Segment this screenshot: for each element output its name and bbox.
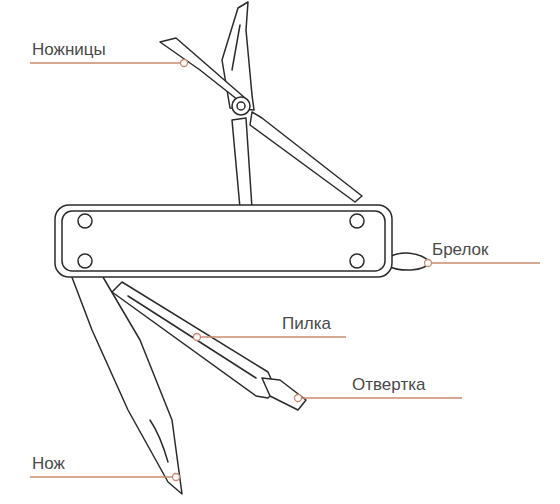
rivet (350, 254, 364, 268)
leader-line (201, 336, 346, 337)
rivet (350, 214, 364, 228)
scissors-pivot (232, 97, 250, 115)
nail-file (112, 282, 276, 398)
keyring (388, 253, 430, 270)
leader-dot (173, 474, 180, 481)
leader-line (30, 62, 180, 63)
screwdriver-tip (262, 378, 306, 410)
callout-label: Брелок (432, 240, 489, 260)
leader-line (30, 476, 172, 477)
knife-groove (150, 420, 168, 462)
leader-line (302, 397, 462, 398)
leader-line (432, 262, 540, 263)
rivet (78, 254, 92, 268)
knife-blade (70, 272, 182, 494)
leader-dot (295, 395, 302, 402)
scissors-pivot (237, 102, 245, 110)
rivet (78, 214, 92, 228)
scissors-blade-groove (232, 25, 240, 70)
leader-dot (181, 60, 188, 67)
callout-label: Отвертка (352, 375, 425, 395)
tool-body (55, 205, 392, 277)
scissors-arm (232, 118, 252, 208)
scissors-blade (160, 38, 245, 100)
tool-body-inner (62, 211, 385, 271)
leader-dot (425, 260, 432, 267)
scissors-spring (250, 112, 362, 202)
callout-label: Ножницы (32, 40, 106, 60)
callout-label: Нож (32, 454, 65, 474)
callout-label: Пилка (282, 314, 331, 334)
leader-dot (194, 334, 201, 341)
